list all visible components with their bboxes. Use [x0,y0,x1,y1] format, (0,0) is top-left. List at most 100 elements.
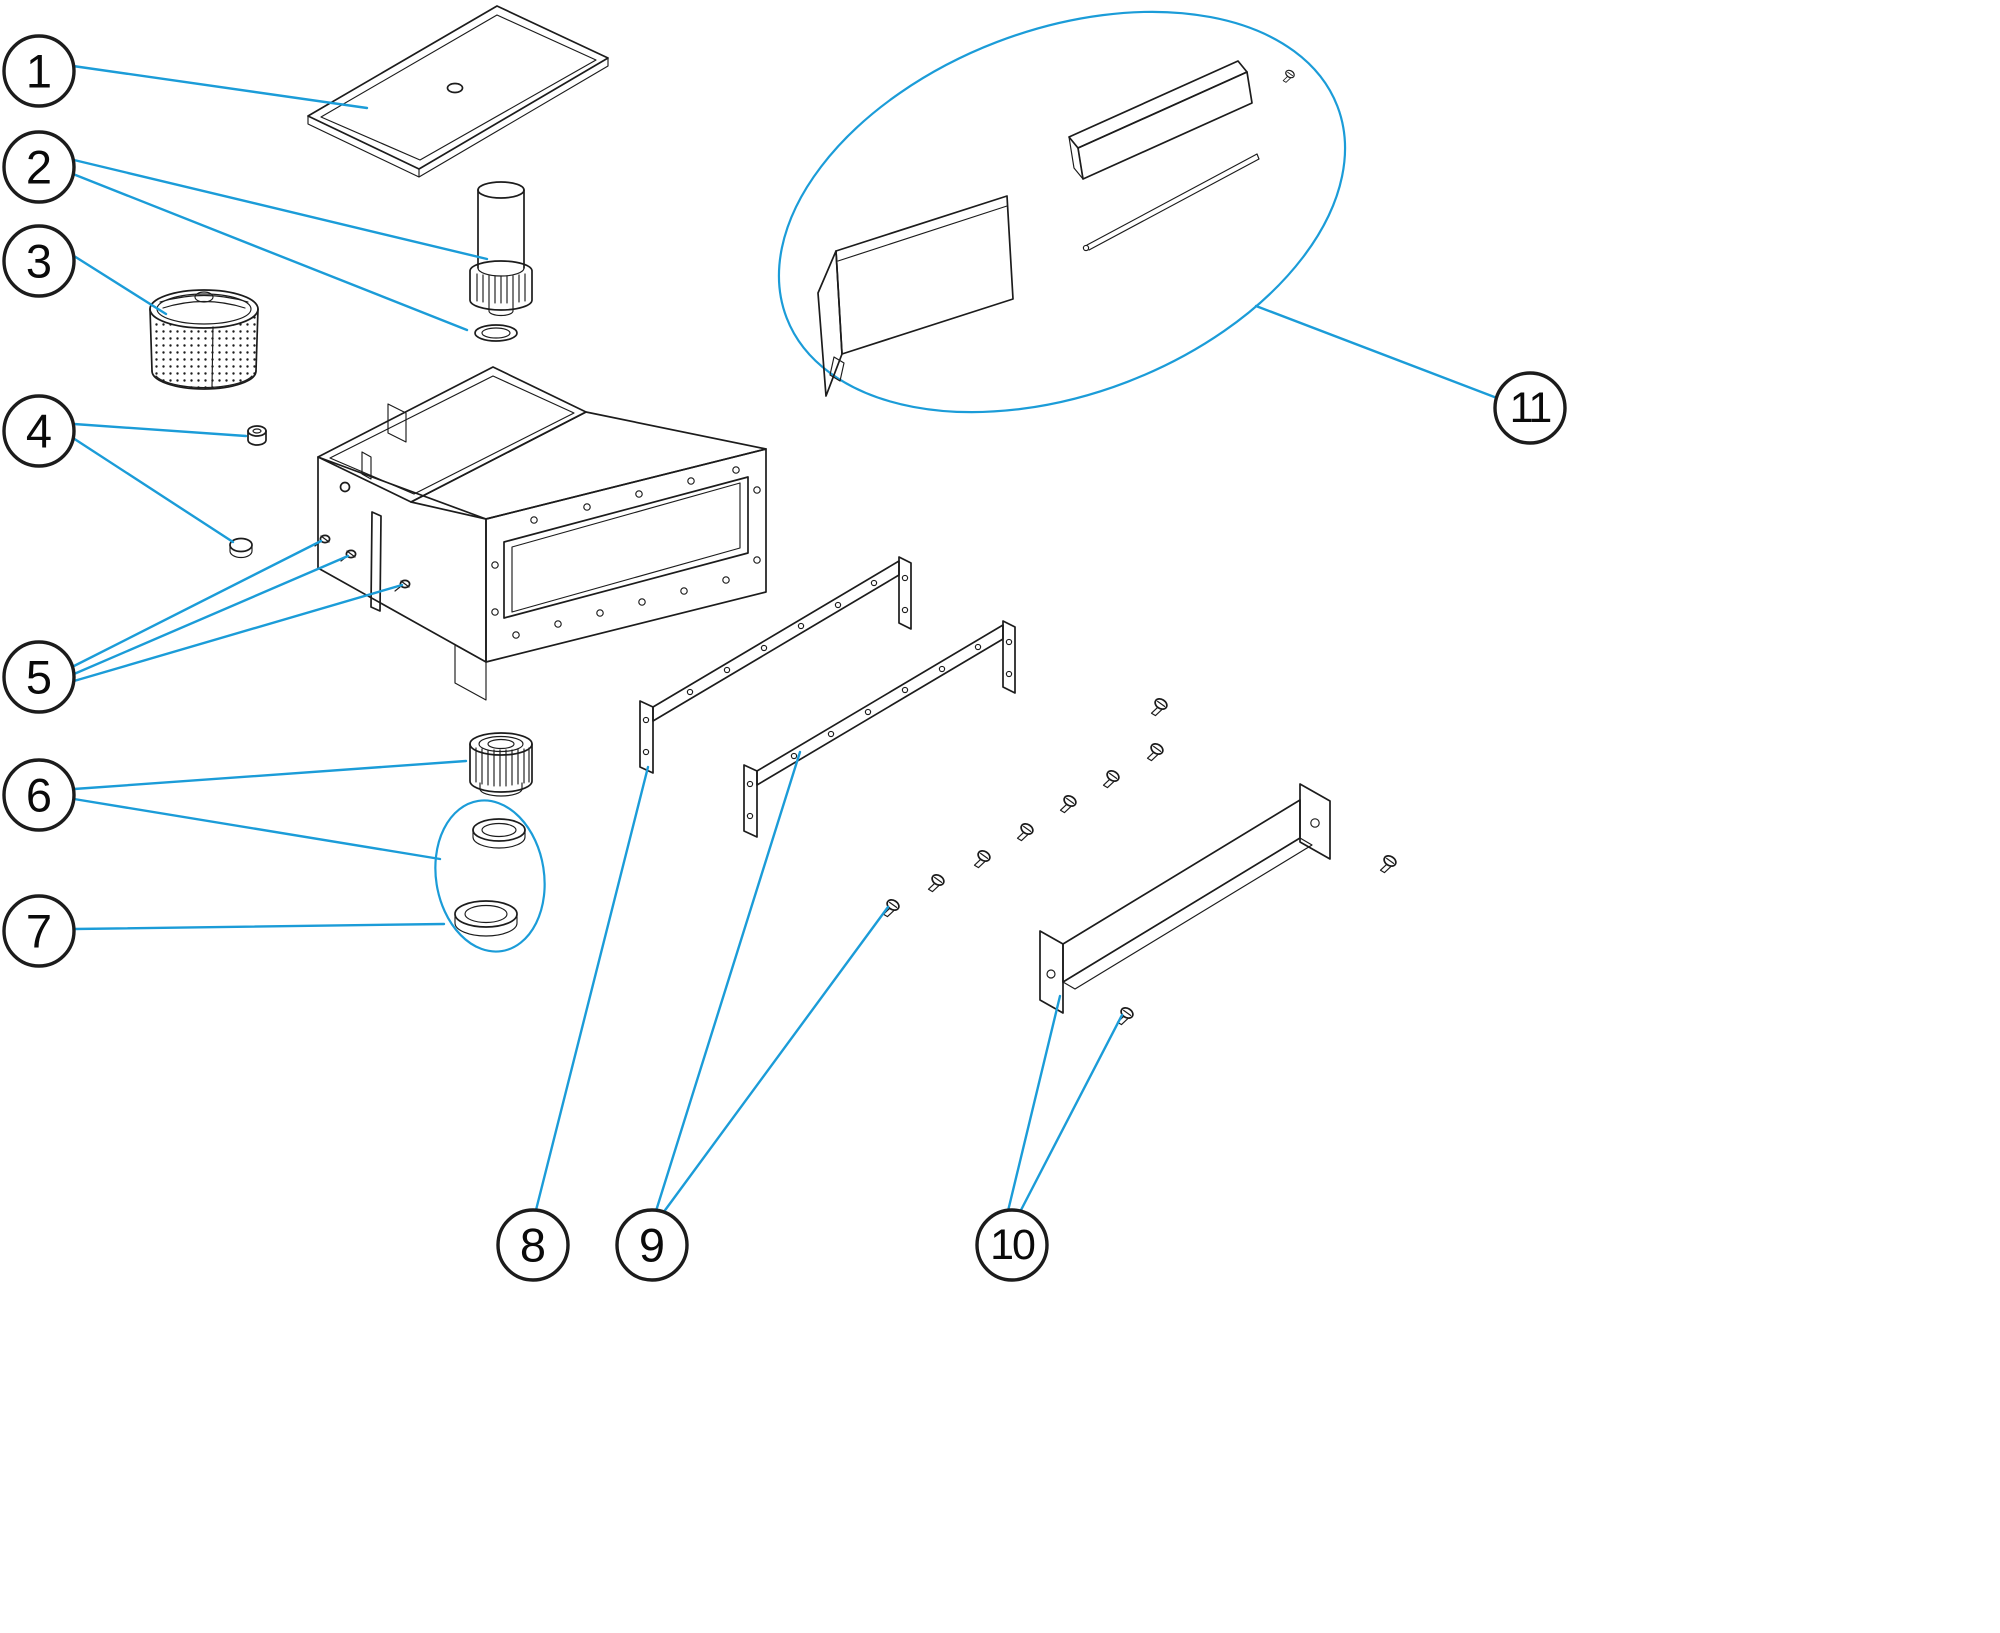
part-plug-caps-group [434,799,546,953]
callout-1-label: 1 [26,45,52,98]
screw [1282,68,1297,83]
tube-sides [477,189,525,269]
nut-neck [488,302,514,317]
callout-11-circle[interactable] [1493,371,1567,445]
part-weir-assembly [777,10,1347,414]
gasket-a-right-tab [898,556,912,630]
weir-rod-tip [1082,244,1090,252]
leader-5-b [72,554,350,676]
gasket-b-band [756,624,1004,786]
leader-9-b [661,905,890,1215]
callout-9-label: 9 [639,1219,665,1272]
bracket-web [1062,799,1301,983]
gasket-a-left-tab [639,700,654,774]
callout-4-circle[interactable] [2,394,76,468]
cap-small-inner [481,822,517,838]
callout-10-label: 10 [990,1221,1035,1269]
body-rim-notch [387,403,407,443]
screw [882,896,902,918]
screw [1146,740,1166,762]
callout-1[interactable]: 1 [2,34,76,108]
callout-2[interactable]: 2 [2,130,76,204]
plug-bottom-rim [229,544,253,559]
leader-2-b [71,172,469,332]
cap-small [472,818,526,842]
callout-2-circle[interactable] [2,130,76,204]
callout-3-circle[interactable] [2,224,76,298]
callout-6-circle[interactable] [2,758,76,832]
callout-6[interactable]: 6 [2,758,76,832]
nut-knurl-lines [476,273,526,304]
screw [1059,792,1079,814]
screw [1116,1004,1136,1026]
collar-top-inner [478,735,524,753]
part-oring [474,324,518,342]
callout-5-circle[interactable] [2,640,76,714]
leader-6-a [72,759,468,791]
callout-10-circle[interactable] [975,1208,1049,1282]
callout-7-circle[interactable] [2,894,76,968]
body-hood-face [410,411,767,520]
part-union-collar [469,732,533,797]
part-gasket-strip-a [639,556,912,774]
body-bottom-skirt [454,644,487,701]
callout-9[interactable]: 9 [615,1208,689,1282]
collar-bore [487,738,515,750]
weir-flap-topline [837,205,1008,262]
screw [927,871,947,893]
leader-8 [534,765,650,1212]
body-opening-inner [511,482,741,613]
body-flange-outer [485,448,767,663]
gasket-b-holes [790,643,982,760]
basket-bottom [151,370,257,390]
callout-1-circle[interactable] [2,34,76,108]
callout-4-label: 4 [26,405,52,458]
callout-8-circle[interactable] [496,1208,570,1282]
gasket-a-holes [686,579,878,696]
plug-top-head [247,425,267,437]
plug-bottom-cap [229,537,253,553]
nut-outline [469,260,533,311]
callout-11[interactable]: 11 [1493,371,1567,445]
leader-1 [71,64,369,110]
callout-8[interactable]: 8 [496,1208,570,1282]
callout-2-label: 2 [26,141,52,194]
callout-10[interactable]: 10 [975,1208,1049,1282]
callout-5[interactable]: 5 [2,640,76,714]
callout-9-circle[interactable] [615,1208,689,1282]
collar-lip [479,782,523,797]
oring-inner [481,327,511,339]
screw [1102,767,1122,789]
cover-plate-thickness [307,57,609,178]
leader-5-c [72,583,404,683]
leader-10-b [1018,1013,1124,1214]
callout-3-label: 3 [26,235,52,288]
screw [1150,695,1170,717]
gasket-a-band [652,560,900,722]
leader-7 [72,922,446,931]
oring-outer [474,324,518,342]
callout-7[interactable]: 7 [2,894,76,968]
callout-4[interactable]: 4 [2,394,76,468]
basket-foot [155,375,253,389]
part-drain-plug-bottom [229,537,253,559]
bracket-left-hole [1046,969,1056,979]
leader-3 [72,254,168,316]
gasket-b-left-tab [743,764,758,838]
leader-9-a [654,750,802,1213]
weir-flap-fold [817,250,843,397]
collar-sides [469,743,533,793]
leader-4-b [71,436,235,544]
cover-plate-hole [446,82,464,94]
weir-bar-end [1068,136,1084,180]
part-standpipe-tube [469,181,533,317]
leader-4-a [72,422,248,438]
leader-5-a [70,539,323,669]
cap-small-rim [472,829,526,849]
flange-bolt-holes [491,466,761,639]
bracket-right-tab [1299,783,1331,860]
leader-lines [70,64,1499,1215]
gasket-b-right-tab [1002,620,1016,694]
callout-3[interactable]: 3 [2,224,76,298]
